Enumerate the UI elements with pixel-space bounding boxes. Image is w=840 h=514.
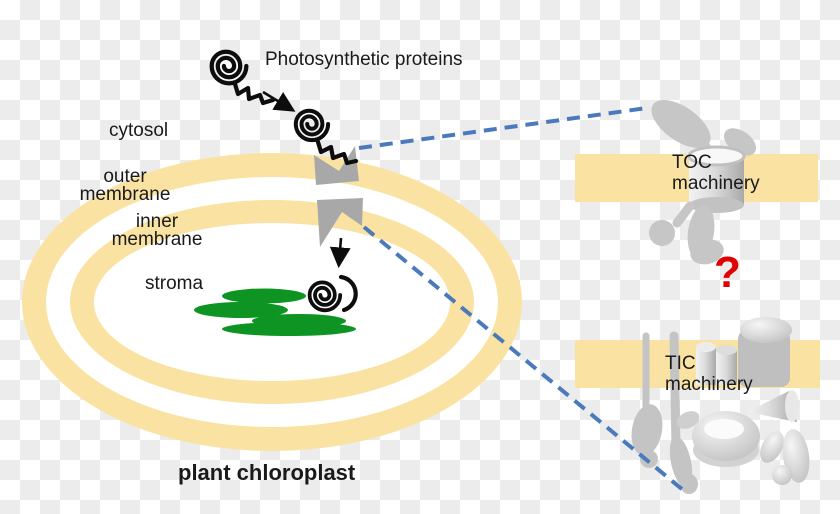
tic-barrel (738, 330, 790, 387)
toc-cylinder-opening (687, 145, 746, 167)
outer-membrane-channel (314, 146, 359, 185)
toc-stromal-stalk (672, 201, 695, 228)
protein-coil-cytosol-2 (293, 108, 331, 143)
toc-stromal-ball (649, 220, 675, 246)
tic-stalk-2-foot-tip (680, 474, 698, 494)
thylakoid-4 (222, 322, 356, 336)
tic-cone-base (785, 390, 799, 422)
stroma-label: stroma (145, 273, 204, 294)
tic-pellet (760, 431, 784, 463)
tic-small-blob (676, 411, 700, 429)
tic-barrel-top (740, 317, 792, 343)
protein-coil-stroma (307, 280, 343, 313)
tic-balloon-1-tip (640, 450, 658, 468)
protein-tail-2 (315, 139, 359, 166)
tic-cylinder-2 (716, 350, 737, 385)
tic-cylinder-1-top (696, 342, 716, 352)
inner-membrane-label: inner membrane (111, 211, 203, 250)
protein-coil-cytosol-1 (209, 49, 249, 86)
tic-stalk-2 (669, 331, 681, 453)
cytosol-label: cytosol (109, 120, 169, 141)
tic-cylinder-1 (696, 347, 716, 385)
photosynthetic-proteins-label: Photosynthetic proteins (265, 49, 463, 70)
protein-tail-3 (338, 274, 358, 313)
protein-tail-1 (232, 81, 276, 106)
tic-balloon-1 (631, 404, 663, 456)
zoom-link-tic (362, 225, 685, 492)
toc-stromal-blob-2 (690, 239, 724, 265)
tic-machinery-graphic (631, 317, 810, 494)
thylakoid-1 (222, 288, 306, 304)
tic-torus-hole (704, 419, 744, 439)
tic-cone (747, 391, 797, 422)
outer-membrane-label: outer membrane (79, 166, 171, 205)
thylakoid-stacks (194, 288, 356, 336)
tic-ball (772, 465, 792, 485)
toc-machinery-graphic (649, 100, 757, 265)
plant-chloroplast-label: plant chloroplast (178, 460, 356, 485)
tic-machinery-label: TIC machinery (665, 353, 753, 395)
unknown-question-mark: ? (714, 248, 741, 297)
toc-receptor-balloon (651, 100, 711, 148)
thylakoid-2 (194, 302, 288, 318)
toc-machinery-label: TOC machinery (672, 152, 760, 194)
tic-cylinder-2-top (716, 345, 737, 355)
inner-membrane-channel (317, 198, 363, 247)
import-arrow-cytosol (262, 90, 296, 112)
import-arrow-stroma (329, 237, 351, 269)
zoom-link-toc (358, 106, 648, 150)
